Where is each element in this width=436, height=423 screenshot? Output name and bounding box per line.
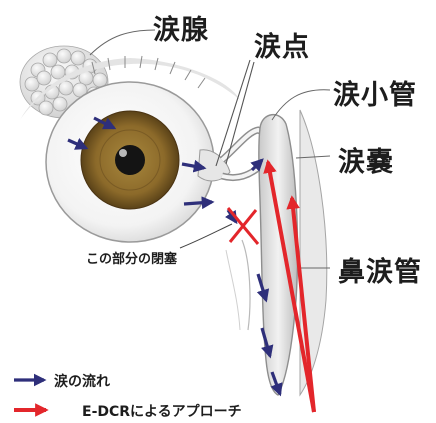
legend-swatches — [14, 380, 46, 410]
label-blockage: この部分の閉塞 — [86, 248, 177, 267]
gland-leader-line — [90, 30, 155, 55]
legend-edcr-label: E-DCRによるアプローチ — [82, 401, 242, 421]
tear-arrow-4 — [184, 202, 212, 204]
label-canaliculus: 涙小管 — [333, 73, 417, 112]
blockage-leader-line — [180, 224, 232, 248]
legend-tear-flow-label: 涙の流れ — [54, 371, 110, 391]
pupil — [115, 145, 145, 175]
blockage-cross — [228, 208, 258, 244]
label-lacrimal-sac: 涙嚢 — [338, 140, 394, 179]
label-lacrimal-punctum: 涙点 — [254, 25, 310, 64]
label-lacrimal-gland: 涙腺 — [153, 8, 209, 47]
label-nasolacrimal-duct: 鼻涙管 — [338, 250, 422, 289]
lacrimal-drainage-illustration — [222, 110, 327, 395]
